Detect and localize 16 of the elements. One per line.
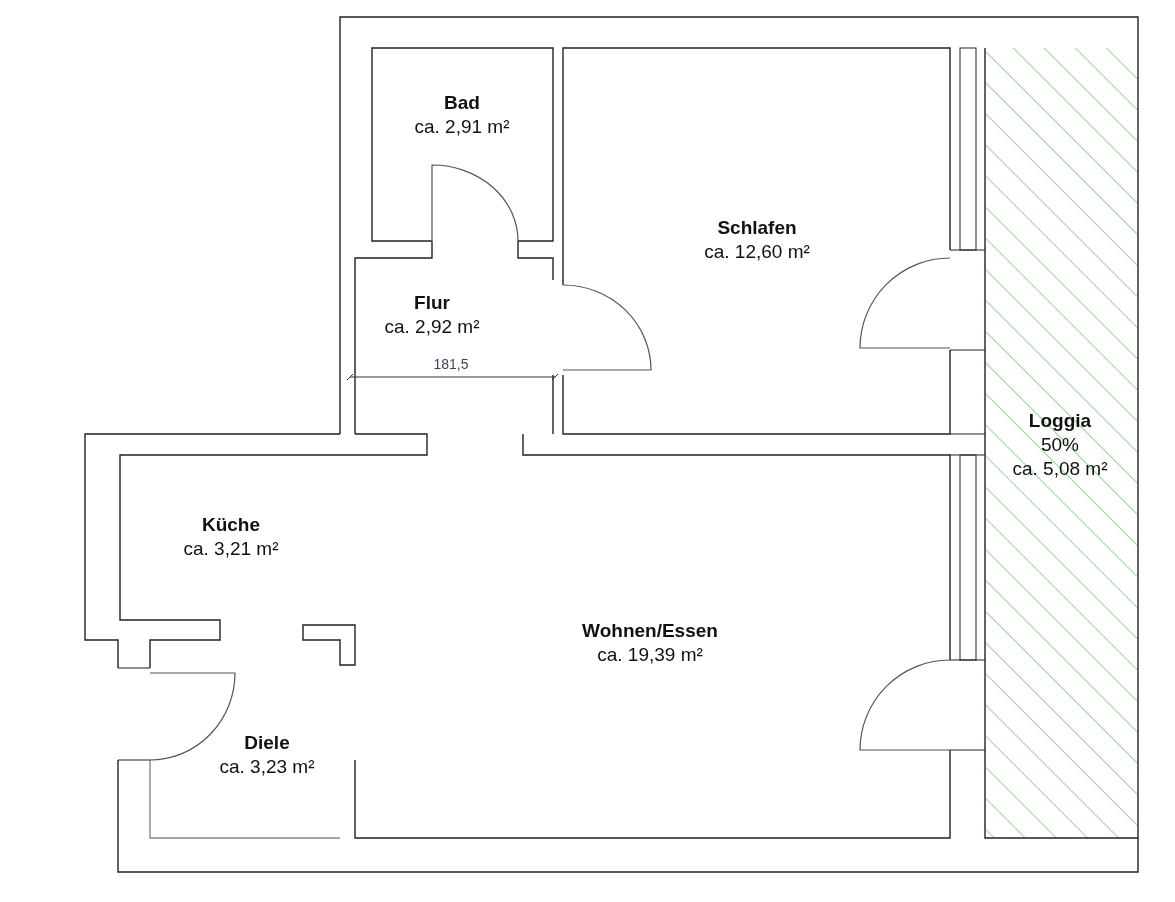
room-name: Bad [443,91,481,115]
room-name: Wohnen/Essen [582,619,718,643]
area-label: ca. 5,08 m² [1012,457,1108,481]
room-name: Küche [200,513,262,537]
area-label: ca. 2,91 m² [414,115,510,139]
room-name: Loggia [1027,409,1093,433]
room-name: Diele [243,731,291,755]
dimension-label: 181,5 [433,356,469,372]
area-label: ca. 3,23 m² [219,755,315,779]
area-label: ca. 3,21 m² [183,537,279,561]
room-name: Flur [413,291,451,315]
share-label: 50% [1040,433,1080,457]
room-name: Schlafen [716,216,798,240]
area-label: ca. 12,60 m² [704,240,810,264]
area-label: ca. 2,92 m² [384,315,480,339]
area-label: ca. 19,39 m² [596,643,704,667]
